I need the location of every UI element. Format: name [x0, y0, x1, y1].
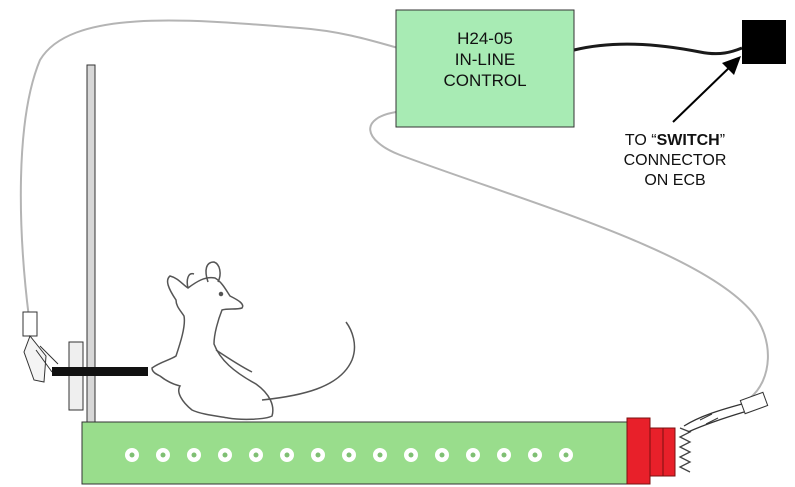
platform-hole-center	[191, 452, 197, 458]
cable-left-to-control	[19, 19, 399, 319]
right-clip	[683, 391, 769, 433]
platform-hole-center	[284, 452, 290, 458]
platform-hole-center	[501, 452, 507, 458]
control-box-label: H24-05 IN-LINE CONTROL	[396, 28, 574, 91]
platform-holes	[125, 448, 573, 462]
platform-hole-center	[160, 452, 166, 458]
platform-hole-center	[129, 452, 135, 458]
switch-connector	[742, 20, 786, 64]
control-box-line3: CONTROL	[443, 71, 527, 90]
switch-note-line2: CONNECTOR	[623, 152, 727, 169]
switch-note-post: ”	[719, 132, 726, 149]
platform-hole-center	[532, 452, 538, 458]
cable-control-to-right	[369, 111, 769, 399]
control-box-line1: H24-05	[457, 29, 513, 48]
connector-block-left	[626, 417, 651, 485]
control-box	[395, 9, 575, 128]
control-box-line2: IN-LINE	[454, 50, 516, 69]
rat-drawing	[151, 261, 356, 421]
switch-note: TO “SWITCH” CONNECTOR ON ECB	[600, 131, 750, 193]
left-clip	[22, 311, 59, 383]
switch-note-bold: SWITCH	[656, 132, 720, 149]
lever-bar	[52, 367, 148, 376]
arrow-line	[672, 63, 734, 123]
spring-coil	[678, 427, 692, 473]
switch-note-line1: TO “SWITCH”	[600, 131, 750, 151]
switch-cable	[573, 42, 743, 56]
platform-hole-center	[315, 452, 321, 458]
platform-hole-center	[563, 452, 569, 458]
platform-hole-center	[439, 452, 445, 458]
switch-note-pre: TO “	[624, 132, 657, 149]
platform-hole-center	[377, 452, 383, 458]
platform-hole-center	[408, 452, 414, 458]
platform-hole-center	[222, 452, 228, 458]
arrow-head-icon	[722, 56, 741, 75]
platform-hole-center	[470, 452, 476, 458]
platform-hole-center	[253, 452, 259, 458]
switch-note-line3: ON ECB	[644, 172, 706, 189]
platform-hole-center	[346, 452, 352, 458]
